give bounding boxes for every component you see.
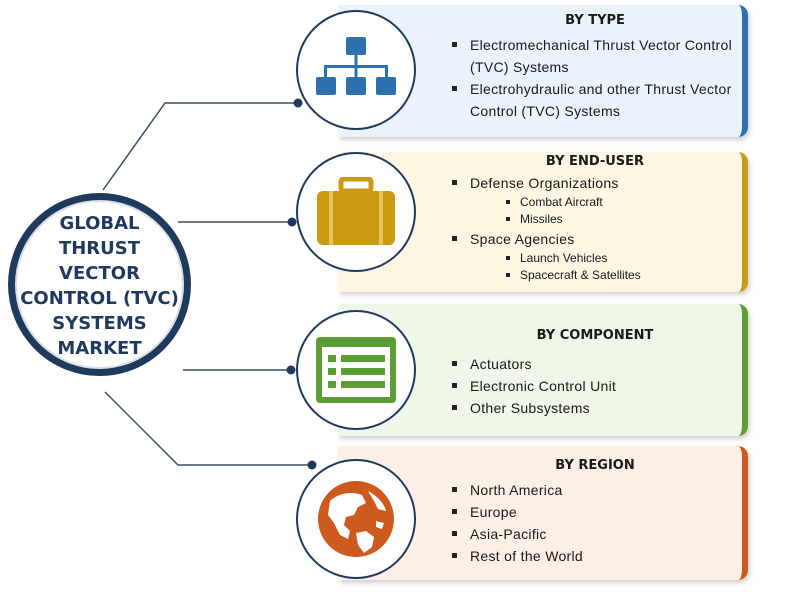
segment-card-end-user: BY END-USER Defense Organizations Combat…	[338, 152, 748, 292]
globe-icon	[318, 481, 394, 557]
segment-heading: BY COMPONENT	[536, 328, 654, 343]
segment-list: Defense Organizations Combat Aircraft Mi…	[448, 172, 742, 284]
list-window-icon	[316, 337, 396, 403]
hub-circle: GLOBAL THRUST VECTOR CONTROL (TVC) SYSTE…	[8, 193, 191, 376]
list-item: Rest of the World	[448, 545, 742, 567]
connector-dot-comp	[286, 365, 296, 375]
sub-list-item: Spacecraft & Satellites	[448, 267, 742, 284]
list-item: Electronic Control Unit	[448, 375, 742, 397]
segment-list: Electromechanical Thrust Vector Control …	[448, 34, 742, 122]
end-user-icon-circle	[296, 152, 416, 272]
list-item: Europe	[448, 501, 742, 523]
list-item: North America	[448, 479, 742, 501]
connector-dot-region	[307, 460, 317, 470]
segment-list: North America Europe Asia-Pacific Rest o…	[448, 479, 742, 567]
hierarchy-icon	[316, 37, 396, 95]
briefcase-icon	[317, 177, 395, 245]
region-icon-circle	[296, 459, 416, 579]
segment-list: Actuators Electronic Control Unit Other …	[448, 353, 742, 419]
segment-card-component: BY COMPONENT Actuators Electronic Contro…	[338, 304, 748, 436]
sub-list-item: Combat Aircraft	[448, 194, 742, 211]
segment-heading: BY TYPE	[565, 13, 625, 28]
list-item: Asia-Pacific	[448, 523, 742, 545]
connector-region	[104, 391, 312, 466]
list-item: Space Agencies	[448, 228, 742, 250]
connector-dot-user	[287, 217, 297, 227]
segment-heading: BY REGION	[555, 458, 635, 473]
list-item: Other Subsystems	[448, 397, 742, 419]
list-item: Electromechanical Thrust Vector Control …	[448, 34, 742, 78]
sub-list-item: Launch Vehicles	[448, 250, 742, 267]
list-item: Electrohydraulic and other Thrust Vector…	[448, 78, 742, 122]
type-icon-circle	[296, 10, 416, 130]
connector-dot-type	[293, 98, 303, 108]
hub-title: GLOBAL THRUST VECTOR CONTROL (TVC) SYSTE…	[20, 212, 179, 359]
component-icon-circle	[296, 310, 416, 430]
list-item: Actuators	[448, 353, 742, 375]
list-item: Defense Organizations	[448, 172, 742, 194]
sub-list-item: Missiles	[448, 211, 742, 228]
segment-heading: BY END-USER	[545, 154, 645, 169]
connector-type	[102, 102, 298, 191]
